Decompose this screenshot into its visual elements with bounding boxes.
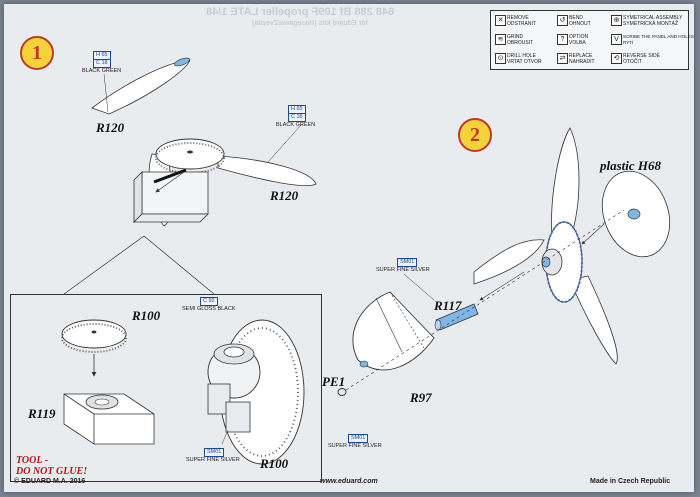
legend-label-reverse: REVERSE SIDE OTOČIT	[623, 53, 660, 65]
grind-icon: ≋	[495, 34, 506, 45]
legend-label-symmetrical: SYMETRICAL ASSEMBLY SYMETRICKÁ MONTÁŽ	[623, 15, 683, 27]
part-r120-left: R120	[96, 120, 125, 135]
step-1-badge: 1	[20, 36, 54, 70]
symmetrical-assembly-icon: ⊕	[611, 15, 622, 26]
footer-website: www.eduard.com	[320, 478, 378, 485]
legend-label-grind: GRIND OBROUSIT	[507, 34, 534, 46]
part-pe1: PE1	[322, 374, 346, 389]
option-icon: ?	[557, 34, 568, 45]
part-plastic-h68: plastic H68	[600, 158, 662, 173]
blade-upper	[91, 59, 191, 115]
instruction-sheet: 648 288 Bf 109F propeller LATE 1/48 for …	[4, 4, 694, 492]
color-name-top: BLACK GREEN	[82, 68, 122, 74]
blade-right	[217, 155, 317, 187]
part-r100-disc: R100	[132, 308, 161, 323]
legend-label-drill: DRILL HOLE VRTAT OTVOR	[507, 53, 542, 65]
color-code-bottom: SM01	[204, 448, 225, 457]
assembly-drawing	[61, 57, 671, 465]
color-name-shaft: SUPER FINE SILVER	[376, 267, 430, 273]
legend-label-remove: REMOVE ODSTRANIT	[507, 15, 536, 27]
bend-icon: ↺	[557, 15, 568, 26]
legend-label-option: OPTION VOLBA	[569, 34, 589, 46]
replace-icon: ⇄	[557, 53, 568, 64]
tool-note-line-1: TOOL -	[16, 455, 48, 466]
step-2-badge: 2	[458, 118, 492, 152]
blade-lower	[569, 275, 618, 365]
footer-made-in: Made in Czech Republic	[590, 478, 671, 485]
color-code-right-b: C 18	[288, 113, 306, 122]
color-code-ring: SM01	[348, 434, 369, 443]
symbol-legend: ✕ REMOVE ODSTRANIT ↺ BEND OHNOUT ⊕ SYMET…	[490, 10, 694, 70]
part-r119: R119	[28, 406, 56, 421]
part-r100-hub: R100	[260, 456, 289, 471]
tool-warning: TOOL - DO NOT GLUE!	[16, 455, 87, 477]
legend-label-bend: BEND OHNOUT	[569, 15, 591, 27]
color-code-hub: C 92	[200, 297, 218, 306]
color-code-shaft: SM01	[397, 258, 418, 267]
tool-note-line-2: DO NOT GLUE!	[16, 466, 88, 477]
color-name-bottom: SUPER FINE SILVER	[186, 457, 240, 463]
detail-inset	[10, 294, 322, 482]
part-r117: R117	[434, 298, 462, 313]
footer-copyright: © EDUARD M.A. 2016	[14, 478, 86, 485]
spinner-cone	[352, 291, 435, 371]
color-name-ring: SUPER FINE SILVER	[328, 443, 382, 449]
color-name-hub: SEMI GLOSS BLACK	[182, 306, 236, 312]
color-code-top-b: C 18	[93, 59, 111, 68]
legend-label-scribe: SCRIBE THE PANEL AND HOLES RYTÍ	[623, 34, 694, 45]
legend-label-replace: REPLACE NAHRADIT	[569, 53, 595, 65]
remove-icon: ✕	[495, 15, 506, 26]
part-r120-right: R120	[270, 188, 299, 203]
drill-icon: ⊙	[495, 53, 506, 64]
blade-tall	[551, 127, 580, 241]
blade-side	[473, 239, 545, 285]
part-r97: R97	[410, 390, 432, 405]
reverse-side-icon: ⟲	[611, 53, 622, 64]
scribe-icon: V	[611, 34, 622, 45]
color-name-right: BLACK GREEN	[276, 122, 316, 128]
